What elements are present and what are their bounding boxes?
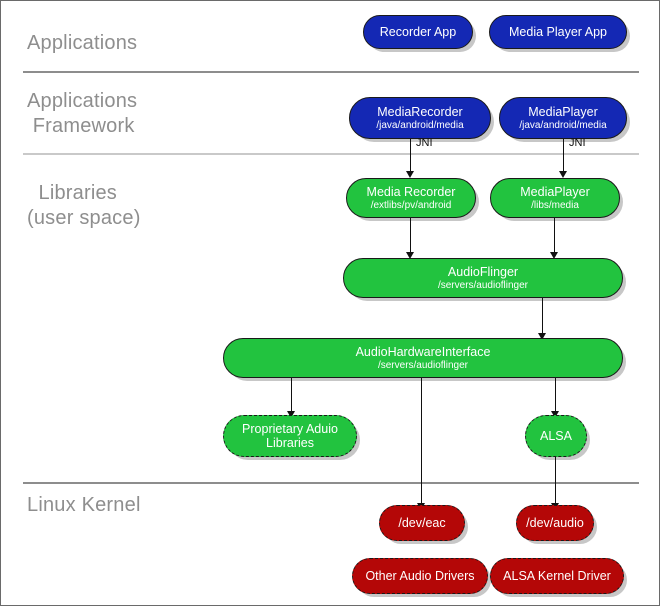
node-media-recorder-framework[interactable]: MediaRecorder /java/android/media [349,97,491,139]
layer-label-applications: Applications [27,32,138,54]
node-dev-audio-title: /dev/audio [526,516,584,530]
node-alsa-title: ALSA [540,429,572,443]
divider-applications [23,71,639,73]
divider-kernel [23,482,639,484]
connector-hwinterface-to-proprietary [291,378,292,416]
connector-player-to-flinger [554,218,555,257]
arrowhead-recorder-to-flinger [405,252,414,259]
node-media-recorder-framework-title: MediaRecorder [377,104,463,119]
connector-alsa-to-dev-audio [555,457,556,508]
arrowhead-player-to-flinger [549,252,558,259]
node-media-player-framework-title: MediaPlayer [528,104,598,119]
layer-label-linux-kernel: Linux Kernel [27,494,141,516]
node-media-recorder-library-title: Media Recorder [366,184,456,199]
node-media-player-app-title: Media Player App [509,25,607,39]
node-audio-flinger-path: /servers/audioflinger [437,279,529,291]
node-audio-flinger-title: AudioFlinger [447,264,519,279]
node-recorder-app-title: Recorder App [379,25,457,39]
node-dev-audio[interactable]: /dev/audio [516,505,594,541]
node-media-player-framework-path: /java/android/media [519,119,607,131]
arrowhead-flinger-to-hwinterface [537,333,546,340]
node-dev-eac-title: /dev/eac [398,516,446,530]
node-other-audio-drivers[interactable]: Other Audio Drivers [352,558,488,594]
node-media-player-library-title: MediaPlayer [520,184,590,199]
node-media-recorder-library-path: /extlibs/pv/android [370,199,452,211]
node-audio-hardware-interface-title: AudioHardwareInterface [355,344,491,359]
node-proprietary-audio-libraries-title: Proprietary Aduio Libraries [242,422,338,450]
node-alsa-kernel-driver-title: ALSA Kernel Driver [503,569,611,583]
node-media-player-framework[interactable]: MediaPlayer /java/android/media [499,97,627,139]
node-recorder-app[interactable]: Recorder App [363,15,473,49]
node-media-player-library-path: /libs/media [531,199,579,211]
node-media-recorder-library[interactable]: Media Recorder /extlibs/pv/android [346,178,476,218]
node-media-player-app[interactable]: Media Player App [489,15,627,49]
edge-label-jni-right: JNI [569,137,586,149]
node-dev-eac[interactable]: /dev/eac [379,505,465,541]
connector-hwinterface-to-dev-eac [421,378,422,508]
node-audio-hardware-interface-path: /servers/audioflinger [377,359,469,371]
divider-framework [23,153,639,155]
edge-label-jni-left: JNI [416,137,433,149]
node-alsa-kernel-driver[interactable]: ALSA Kernel Driver [490,558,624,594]
connector-hwinterface-to-alsa [555,378,556,416]
node-media-player-library[interactable]: MediaPlayer /libs/media [490,178,620,218]
layer-label-applications-framework: Applications Framework [27,90,138,137]
node-proprietary-audio-libraries[interactable]: Proprietary Aduio Libraries [223,415,357,457]
node-alsa[interactable]: ALSA [525,415,587,457]
arrowhead-jni-left [405,171,414,178]
arrowhead-jni-right [558,171,567,178]
node-other-audio-drivers-title: Other Audio Drivers [365,569,475,583]
connector-flinger-to-hwinterface [542,298,543,338]
node-audio-flinger[interactable]: AudioFlinger /servers/audioflinger [343,258,623,298]
connector-jni-right [563,139,564,175]
layer-label-libraries: Libraries (user space) [27,182,141,229]
connector-jni-left [410,139,411,175]
node-media-recorder-framework-path: /java/android/media [376,119,464,131]
node-audio-hardware-interface[interactable]: AudioHardwareInterface /servers/audiofli… [223,338,623,378]
connector-recorder-to-flinger [410,218,411,257]
